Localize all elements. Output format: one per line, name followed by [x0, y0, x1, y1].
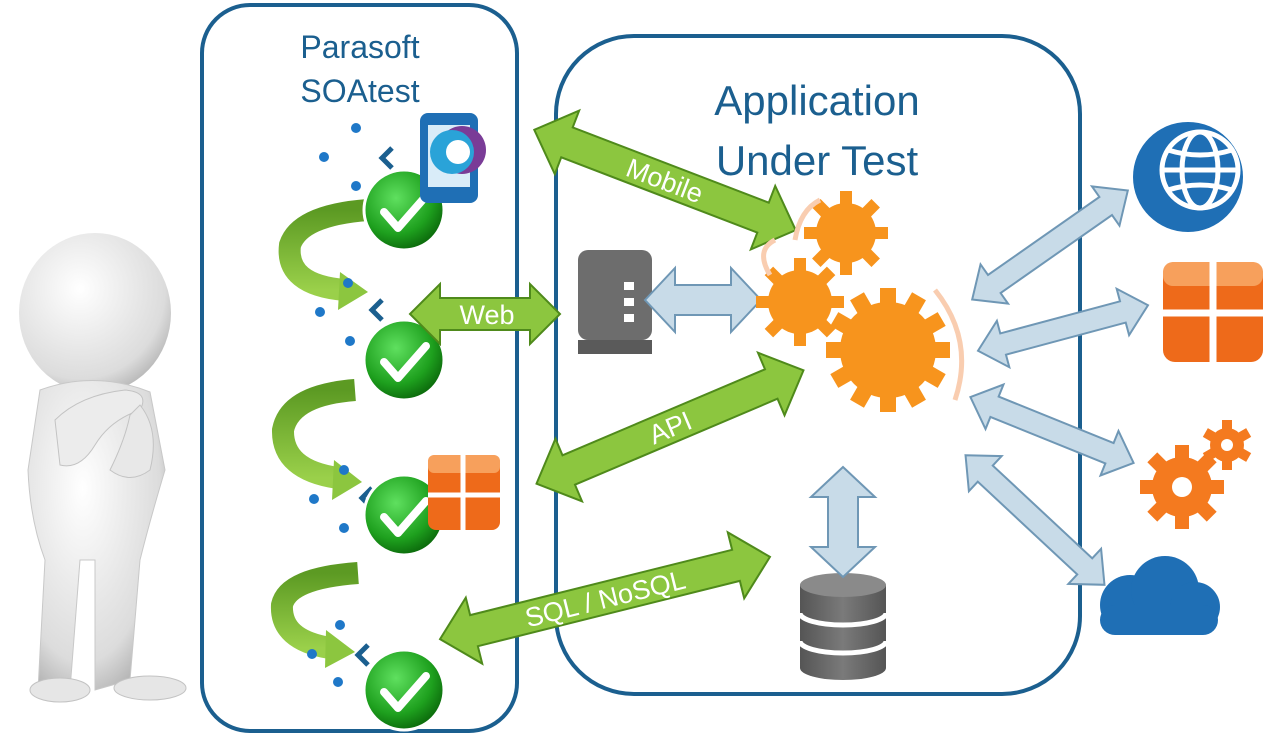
package-icon — [1163, 262, 1263, 362]
external-arrow-3 — [969, 382, 1135, 478]
external-arrow-4 — [964, 454, 1106, 586]
person-figure — [19, 233, 187, 703]
web-label: Web — [459, 300, 514, 330]
soatest-title-line2: SOAtest — [300, 73, 419, 109]
service-gears-icon — [1140, 420, 1252, 529]
sql-arrow: SQL / NoSQL — [438, 530, 772, 666]
flow-arrow-3 — [271, 562, 359, 668]
checkmark-icon — [362, 648, 446, 732]
soatest-title-line1: Parasoft — [300, 29, 419, 65]
web-server-icon — [578, 250, 652, 354]
aut-panel — [554, 34, 1082, 696]
aut-title-line2: Under Test — [716, 137, 919, 184]
database-icon — [797, 573, 889, 680]
flow-arrow-2 — [272, 379, 362, 500]
dot-chevron-decor — [307, 123, 394, 687]
external-arrow-1 — [970, 185, 1130, 305]
aut-title-line1: Application — [714, 77, 919, 124]
external-arrow-2 — [976, 286, 1150, 370]
gears-icon — [756, 191, 965, 412]
gear-db-arrow — [808, 465, 878, 579]
server-gear-arrow — [643, 265, 763, 335]
mobile-icon — [420, 113, 486, 203]
api-arrow: API — [535, 350, 805, 504]
flow-arrow-1 — [278, 199, 369, 310]
sql-label: SQL / NoSQL — [522, 565, 688, 634]
web-arrow: Web — [408, 281, 562, 347]
cloud-icon — [1100, 556, 1220, 635]
soatest-panel — [200, 3, 519, 733]
package-icon-left — [428, 455, 500, 530]
checkmark-icon — [362, 318, 446, 402]
mobile-label: Mobile — [622, 153, 707, 210]
globe-icon — [1133, 122, 1243, 232]
